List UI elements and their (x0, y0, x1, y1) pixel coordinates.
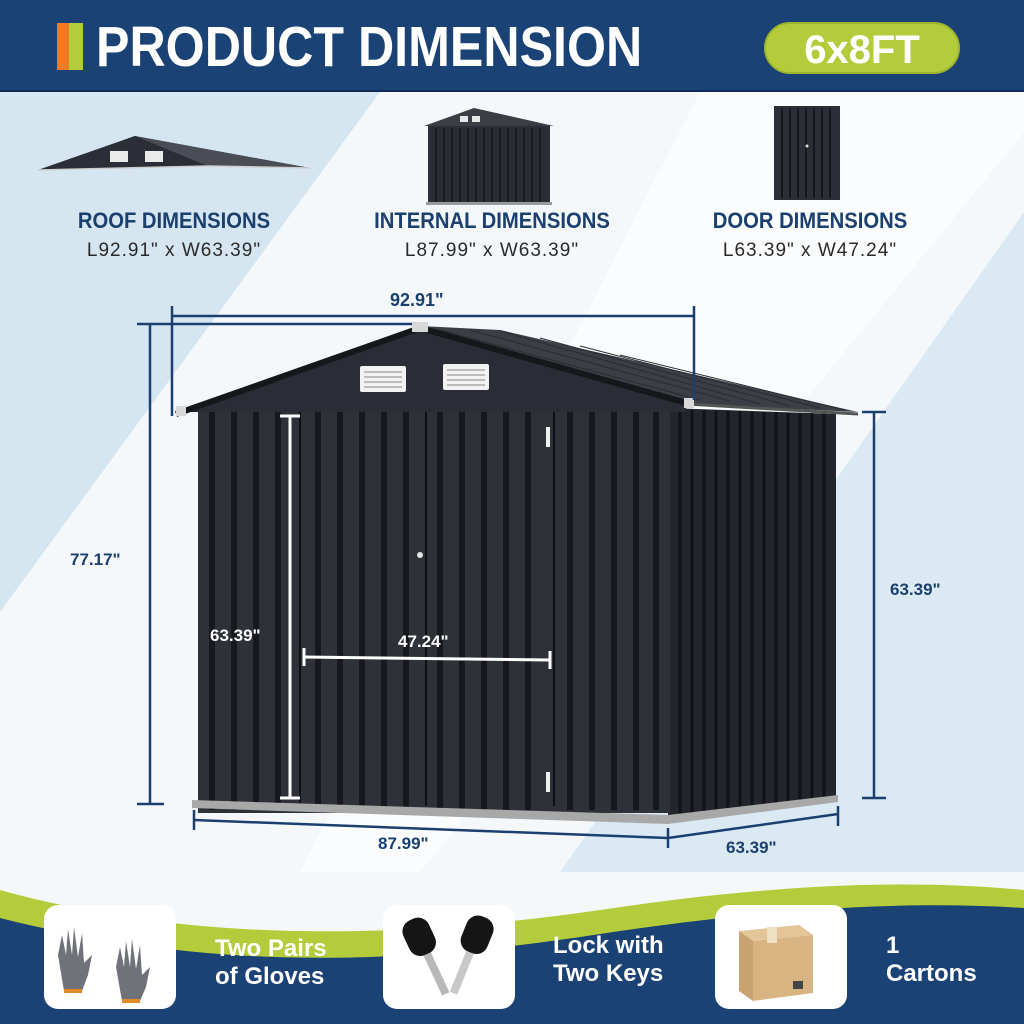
internal-dimensions-label: INTERNAL DIMENSIONS (374, 208, 610, 233)
carton-text: 1 Cartons (886, 932, 977, 988)
door-height-label: 63.39" (210, 626, 261, 645)
internal-dimensions-value: L87.99" x W63.39" (404, 240, 580, 261)
keys-line1: Lock with (553, 932, 664, 959)
gloves-image (58, 927, 150, 1003)
shed-illustration (137, 306, 886, 848)
carton-line1: 1 (886, 932, 900, 959)
total-height-label: 77.17" (70, 550, 121, 569)
roof-dimensions-label: ROOF DIMENSIONS (77, 208, 271, 233)
side-height-label: 63.39" (890, 580, 941, 599)
page-title: PRODUCT DIMENSION (96, 15, 643, 79)
roof-image (37, 132, 311, 172)
accent-bar-orange (57, 23, 69, 70)
accent-bar-green (69, 23, 83, 70)
base-length-label: 87.99" (378, 834, 429, 853)
carton-card (715, 905, 847, 1009)
gloves-line2: of Gloves (215, 963, 325, 990)
door-width-label: 47.24" (398, 632, 449, 651)
keys-image (402, 915, 494, 996)
gloves-line1: Two Pairs (215, 935, 327, 962)
roof-dimensions-value: L92.91" x W63.39" (86, 240, 262, 261)
door-image (772, 106, 842, 202)
gloves-text: Two Pairs of Gloves (215, 935, 327, 991)
door-dimensions-value: L63.39" x W47.24" (722, 240, 898, 261)
shed-image (422, 106, 556, 206)
carton-box-image (739, 925, 813, 1001)
base-depth-label: 63.39" (726, 838, 777, 857)
gloves-card (44, 905, 176, 1009)
keys-card (383, 905, 515, 1009)
roof-width-label: 92.91" (390, 290, 444, 310)
carton-line2: Cartons (886, 960, 977, 987)
door-dimensions-label: DOOR DIMENSIONS (712, 208, 908, 233)
size-badge: 6x8FT (764, 22, 960, 74)
keys-text: Lock with Two Keys (553, 932, 664, 988)
keys-line2: Two Keys (553, 960, 664, 987)
